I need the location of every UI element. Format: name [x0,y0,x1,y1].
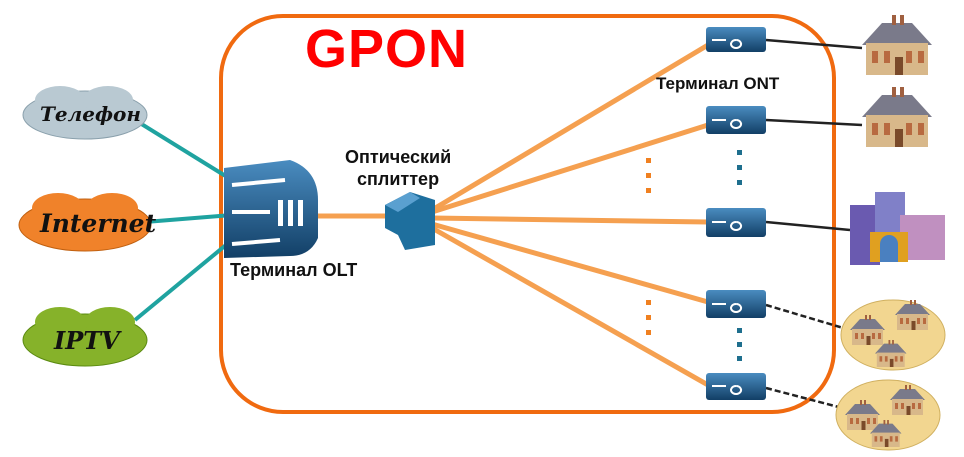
uplink-lines [133,118,234,322]
olt-device-icon [224,160,318,258]
cloud-iptv [22,307,148,367]
cloud-label-internet: Internet [40,209,157,238]
neighborhood-icon [835,379,941,451]
olt-label: Терминал OLT [230,260,358,280]
house-icon [862,87,932,147]
more-lines-dots [646,150,742,361]
splitter-device-icon [385,192,435,250]
fiber-lines [315,42,711,388]
neighborhood-icon [840,299,946,371]
splitter-label-line2: сплиттер [357,169,440,189]
cloud-label-telephone: Телефон [40,102,141,126]
ont-devices [706,27,766,400]
house-icon [862,15,932,75]
splitter-label-line1: Оптический [345,147,452,167]
cloud-internet [18,193,152,252]
cloud-telephone [22,86,148,140]
drop-lines [765,38,863,412]
cloud-label-iptv: IPTV [54,326,120,355]
diagram-title: GPON [305,19,469,79]
ont-label: Терминал ONT [656,74,780,93]
office-building-icon [850,192,945,265]
splitter-label: Оптический сплиттер [345,146,451,190]
